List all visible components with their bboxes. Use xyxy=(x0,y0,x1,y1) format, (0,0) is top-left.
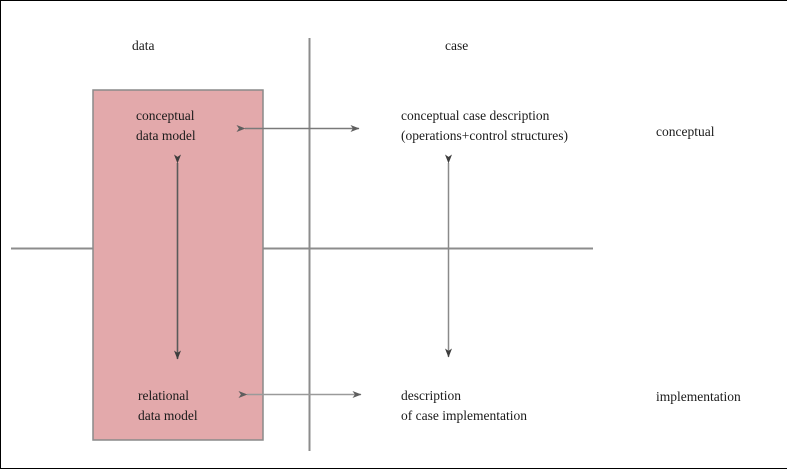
box-label-conceptual-data-model: conceptual data model xyxy=(136,106,196,146)
box-label-line-1: conceptual xyxy=(136,108,195,123)
description-line-2: (operations+control structures) xyxy=(401,128,568,143)
text-case-implementation-description: description of case implementation xyxy=(401,386,527,426)
description-line-2: of case implementation xyxy=(401,408,527,423)
text-conceptual-case-description: conceptual case description (operations+… xyxy=(401,106,568,146)
axis-label-case: case xyxy=(445,38,469,53)
description-line-1: conceptual case description xyxy=(401,108,550,123)
axis-label-conceptual: conceptual xyxy=(656,124,715,139)
description-line-1: description xyxy=(401,388,461,403)
box-label-line-2: data model xyxy=(138,408,198,423)
box-label-line-1: relational xyxy=(138,388,189,403)
axis-label-data: data xyxy=(132,38,155,53)
axis-label-implementation: implementation xyxy=(656,389,741,404)
box-label-line-2: data model xyxy=(136,128,196,143)
box-label-relational-data-model: relational data model xyxy=(138,386,198,426)
